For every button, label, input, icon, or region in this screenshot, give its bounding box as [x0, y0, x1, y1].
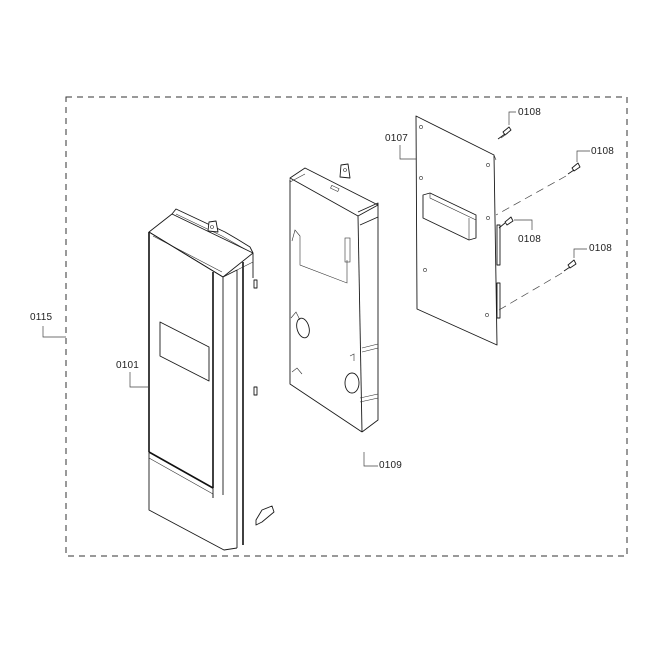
part-0101-front-cover [148, 208, 275, 551]
part-0109-bracket [289, 163, 379, 433]
label-0107: 0107 [385, 133, 409, 144]
part-0108-screw-2 [495, 150, 590, 216]
label-0108-1: 0108 [518, 107, 542, 118]
leader-0109 [363, 452, 378, 467]
part-0108-screw-1 [497, 111, 516, 140]
part-0108-screw-3 [498, 216, 533, 230]
label-0109: 0109 [379, 460, 403, 471]
part-0108-screw-4 [498, 248, 587, 311]
assembly-boundary [65, 96, 628, 557]
label-0108-3: 0108 [518, 234, 542, 245]
leader-0115 [42, 326, 66, 338]
label-0115: 0115 [30, 312, 53, 323]
label-0101: 0101 [116, 360, 140, 371]
leader-0107 [399, 145, 416, 160]
leader-0101 [129, 372, 149, 388]
label-0108-2: 0108 [591, 146, 615, 157]
label-0108-4: 0108 [589, 243, 613, 254]
part-0107-pcb [415, 115, 501, 346]
